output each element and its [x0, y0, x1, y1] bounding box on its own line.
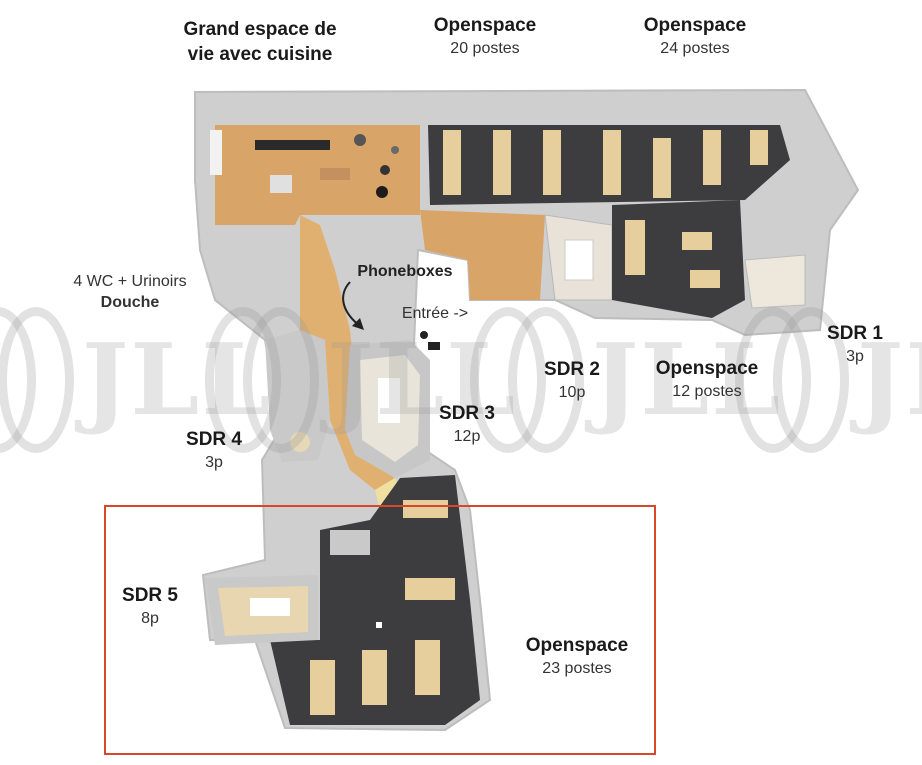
openspace-12-area — [612, 200, 745, 318]
label-wc-douche: 4 WC + Urinoirs Douche — [73, 273, 187, 311]
label-entree: Entrée -> — [401, 305, 469, 322]
sdr1-room — [744, 254, 806, 309]
openspace-23-area — [270, 475, 480, 725]
living-kitchen-area — [210, 125, 420, 225]
sdr2-room — [544, 214, 613, 301]
sdr4-room — [265, 330, 330, 462]
highlight-box — [104, 505, 656, 755]
label-openspace-24: Openspace 24 postes — [643, 15, 747, 57]
label-sdr5: SDR 5 8p — [122, 585, 178, 627]
label-grand-espace: Grand espace de vie avec cuisine — [183, 19, 337, 65]
label-sdr3: SDR 3 12p — [439, 403, 495, 445]
sdr5-room — [205, 575, 318, 645]
label-sdr2: SDR 2 10p — [544, 359, 600, 401]
openspace-top — [428, 125, 790, 205]
sdr3-room — [345, 340, 430, 478]
label-openspace-20: Openspace 20 postes — [433, 15, 537, 57]
arrow-head-icon — [352, 318, 364, 330]
label-openspace-12: Openspace 12 postes — [655, 358, 759, 400]
entrance-marker — [420, 331, 440, 350]
label-sdr1: SDR 1 3p — [827, 323, 883, 365]
label-sdr4: SDR 4 3p — [186, 429, 242, 471]
label-phoneboxes: Phoneboxes — [357, 263, 453, 280]
label-openspace-23: Openspace 23 postes — [525, 635, 629, 677]
